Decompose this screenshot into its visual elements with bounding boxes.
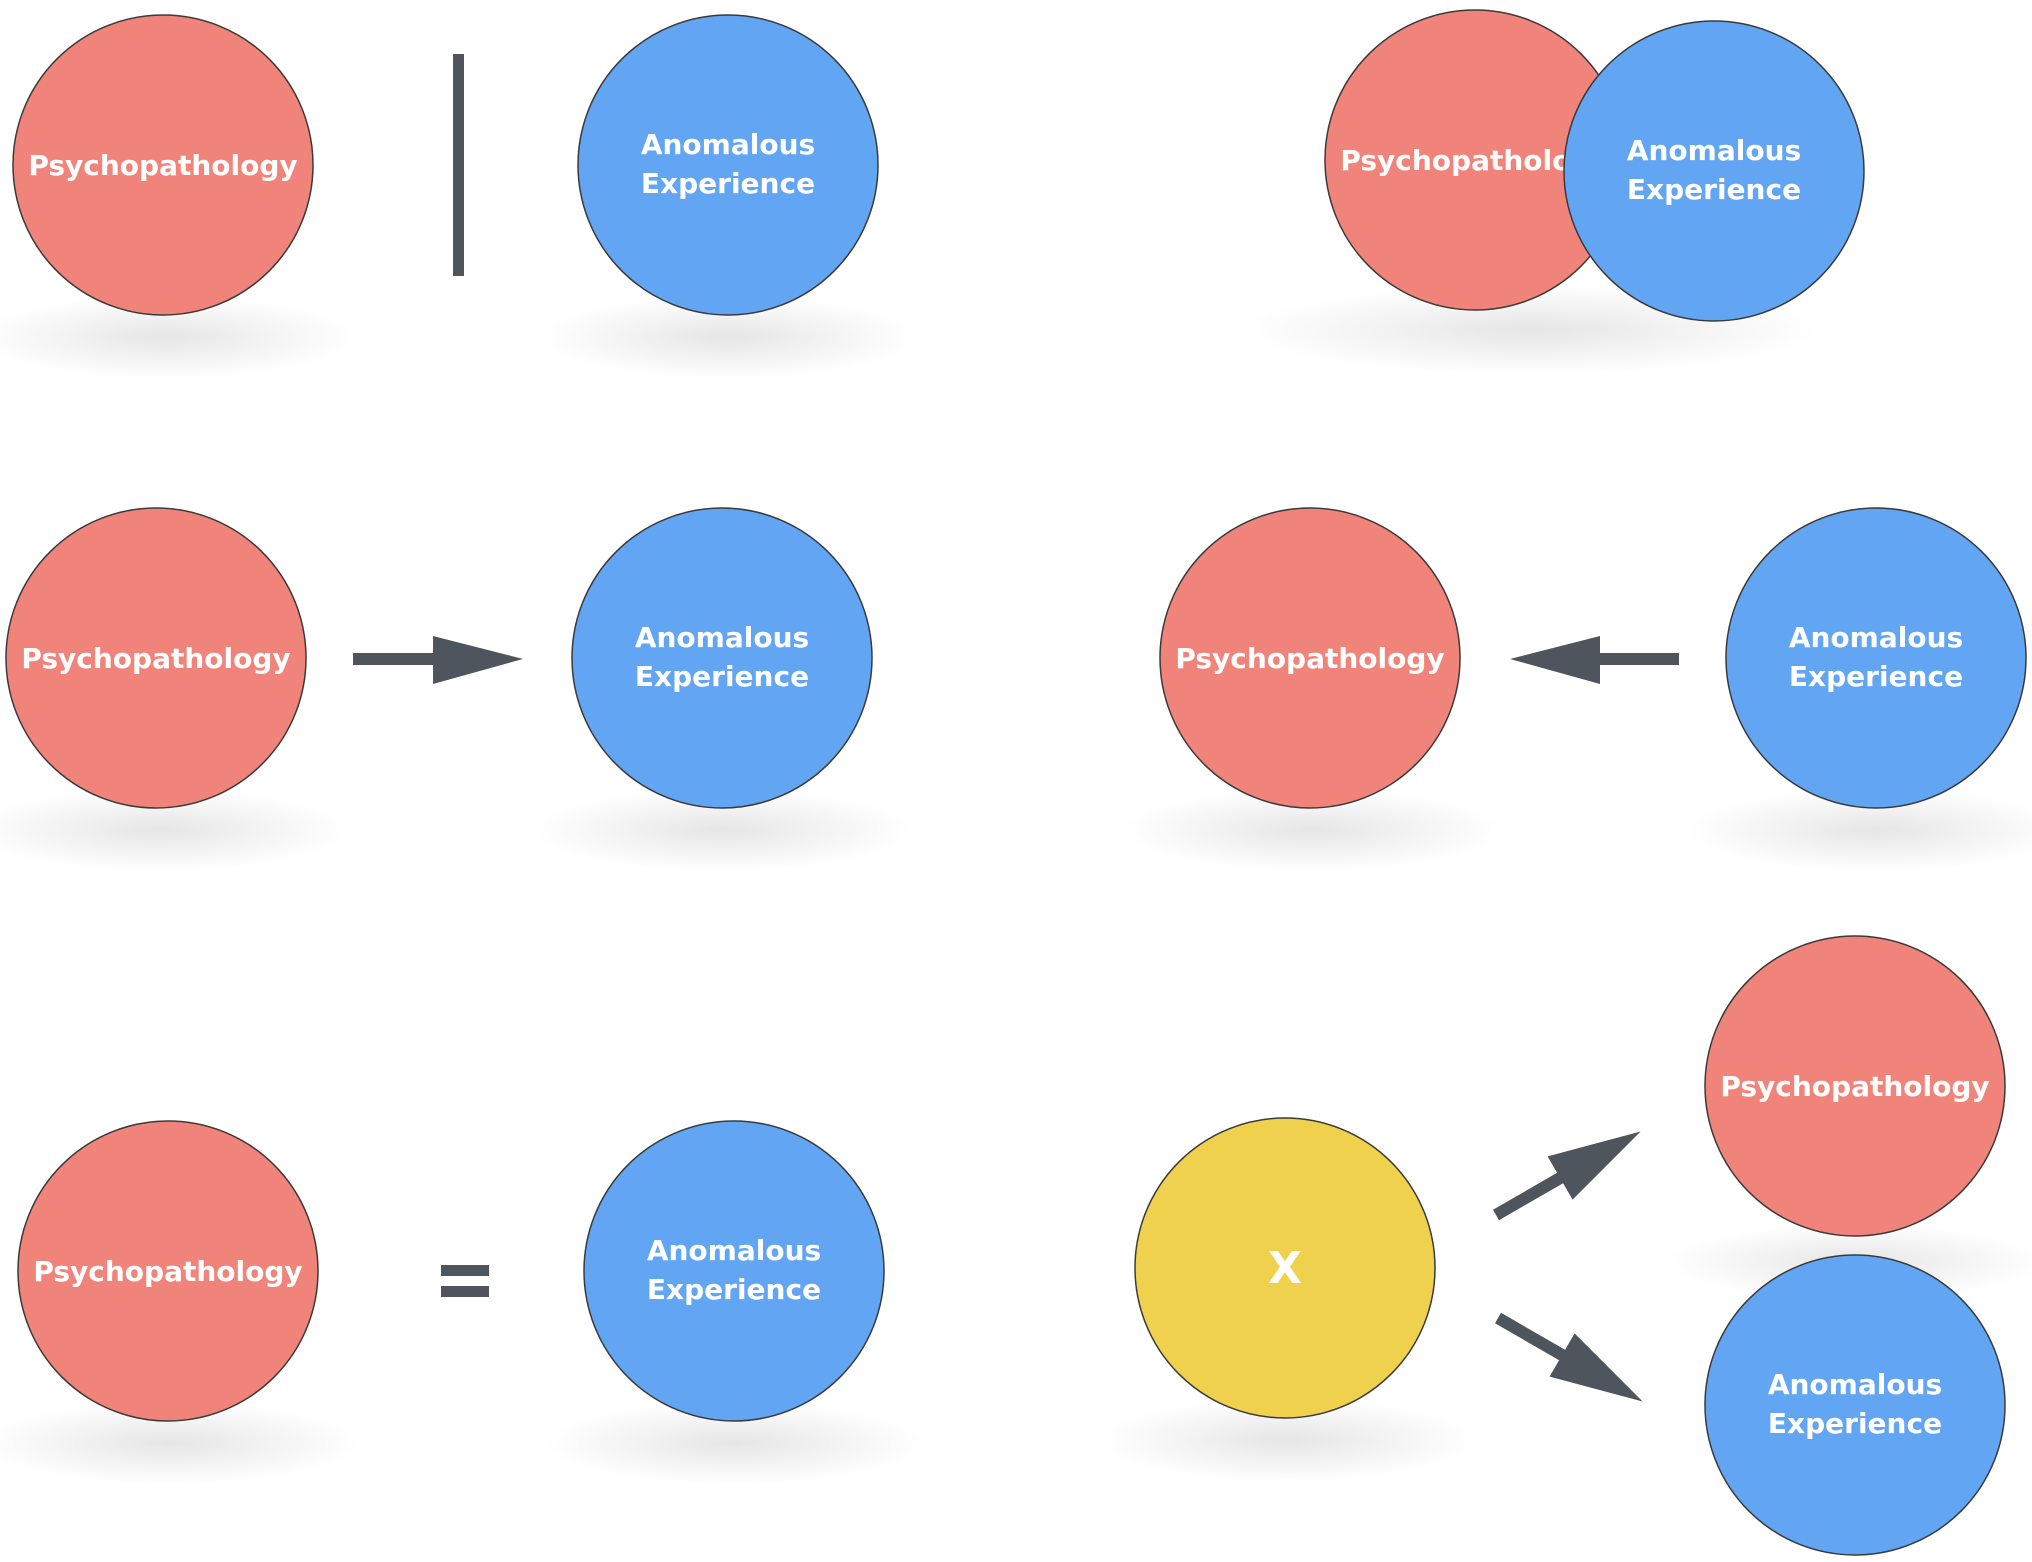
panel-identical: Psychopathology Anomalous Experience (0, 1120, 924, 1485)
anomalous-label-line1: Anomalous (647, 1234, 821, 1267)
panel-independent: Psychopathology Anomalous Experience (0, 14, 918, 379)
anomalous-label-line1: Anomalous (1768, 1368, 1942, 1401)
shadow (1122, 788, 1502, 872)
anomalous-label-line2: Experience (1789, 660, 1963, 693)
shadow (0, 295, 355, 379)
anomalous-label-line1: Anomalous (1789, 621, 1963, 654)
equals-symbol (441, 1265, 489, 1297)
anomalous-experience-circle: Anomalous Experience (1725, 507, 2027, 809)
vertical-bar-symbol (453, 54, 464, 276)
shadow (0, 788, 348, 872)
panel-anomalous-causes-psychopathology: Psychopathology Anomalous Experience (1122, 507, 2032, 872)
psychopathology-label: Psychopathology (33, 1255, 302, 1288)
anomalous-experience-circle: Anomalous Experience (1704, 1254, 2006, 1556)
arrow-left-symbol (1510, 636, 1679, 684)
anomalous-label-line2: Experience (641, 167, 815, 200)
shadow (0, 1401, 360, 1485)
psychopathology-circle: Psychopathology (1704, 935, 2006, 1237)
anomalous-experience-circle: Anomalous Experience (583, 1120, 885, 1422)
anomalous-experience-circle: Anomalous Experience (1563, 20, 1865, 322)
anomalous-label-line2: Experience (647, 1273, 821, 1306)
panel-psychopathology-causes-anomalous: Psychopathology Anomalous Experience (0, 507, 912, 872)
panel-common-cause-x: X Psychopathology Anomalous Experience (1097, 935, 2032, 1556)
psychopathology-label: Psychopathology (21, 642, 290, 675)
arrow-right-symbol (353, 636, 523, 684)
psychopathology-label: Psychopathology (28, 149, 297, 182)
anomalous-experience-circle: Anomalous Experience (571, 507, 873, 809)
anomalous-label-line1: Anomalous (641, 128, 815, 161)
anomalous-label-line2: Experience (1768, 1407, 1942, 1440)
arrow-up-right-symbol (1493, 1131, 1641, 1221)
shadow (1097, 1398, 1477, 1482)
psychopathology-label: Psychopathology (1175, 642, 1444, 675)
x-circle: X (1134, 1117, 1436, 1419)
anomalous-label-line1: Anomalous (635, 621, 809, 654)
psychopathology-circle: Psychopathology (12, 14, 314, 316)
anomalous-label-line1: Anomalous (1627, 134, 1801, 167)
psychopathology-circle: Psychopathology (17, 1120, 319, 1422)
shadow (1686, 788, 2032, 872)
shadow (532, 788, 912, 872)
arrow-down-right-symbol (1495, 1312, 1643, 1402)
anomalous-label-line2: Experience (1627, 173, 1801, 206)
shadow (538, 295, 918, 379)
panel-overlap: Psychopathology Anomalous Experience (1240, 9, 1865, 375)
shadow (544, 1401, 924, 1485)
anomalous-label-line2: Experience (635, 660, 809, 693)
x-label: X (1268, 1243, 1302, 1294)
psychopathology-circle: Psychopathology (1159, 507, 1461, 809)
psychopathology-circle: Psychopathology (5, 507, 307, 809)
anomalous-experience-circle: Anomalous Experience (577, 14, 879, 316)
psychopathology-label: Psychopathology (1720, 1070, 1989, 1103)
